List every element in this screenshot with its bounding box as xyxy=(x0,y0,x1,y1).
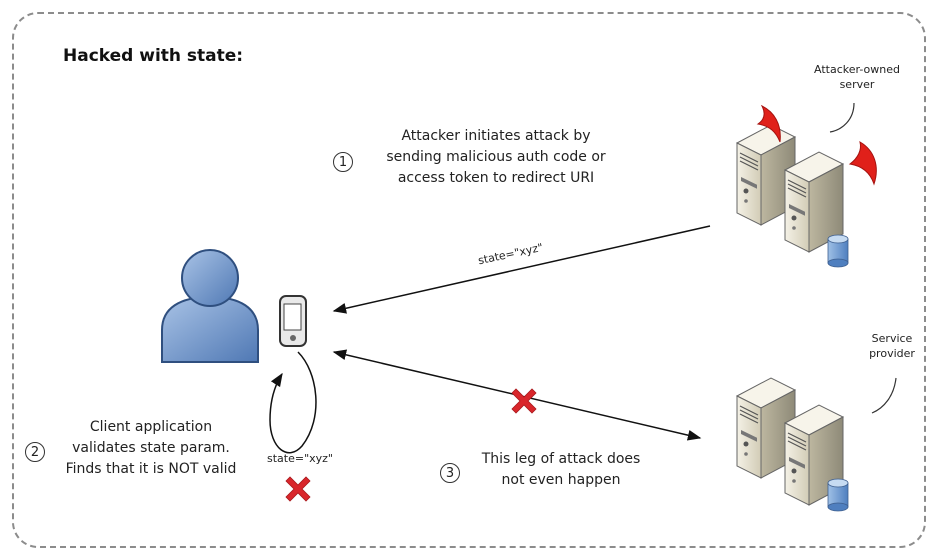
step-1-line: Attacker initiates attack by xyxy=(401,128,591,144)
step-3-text: This leg of attack does not even happen xyxy=(466,449,656,491)
step-1-line: sending malicious auth code or xyxy=(386,149,606,165)
step-2-line: Finds that it is NOT valid xyxy=(65,461,237,477)
blocked-x-icon xyxy=(511,388,537,414)
step-1-line: access token to redirect URI xyxy=(397,170,595,186)
step-3-line: not even happen xyxy=(501,472,621,488)
step-2-badge: 2 xyxy=(25,442,45,462)
step-2-line: Client application xyxy=(89,419,213,435)
diagram-title: Hacked with state: xyxy=(63,46,244,66)
step-2-text: Client application validates state param… xyxy=(48,417,254,480)
service-provider-server-icon xyxy=(736,377,897,512)
step-3-line: This leg of attack does xyxy=(481,451,641,467)
attacker-server-icon xyxy=(736,102,877,268)
validation-loop-arrow xyxy=(269,351,317,454)
attacker-server-label: Attacker-owned server xyxy=(814,63,900,91)
state-label-loop: state="xyz" xyxy=(267,452,333,465)
user-icon xyxy=(161,249,259,363)
step-3-badge: 3 xyxy=(440,463,460,483)
mobile-device-icon xyxy=(279,295,307,347)
step-2-line: validates state param. xyxy=(72,440,230,456)
attack-arrow xyxy=(332,225,711,314)
invalid-x-icon xyxy=(285,476,311,502)
step-1-text: Attacker initiates attack by sending mal… xyxy=(362,126,630,189)
service-provider-label: Service provider xyxy=(869,332,915,360)
step-1-badge: 1 xyxy=(333,152,353,172)
diagram-frame xyxy=(12,12,926,548)
